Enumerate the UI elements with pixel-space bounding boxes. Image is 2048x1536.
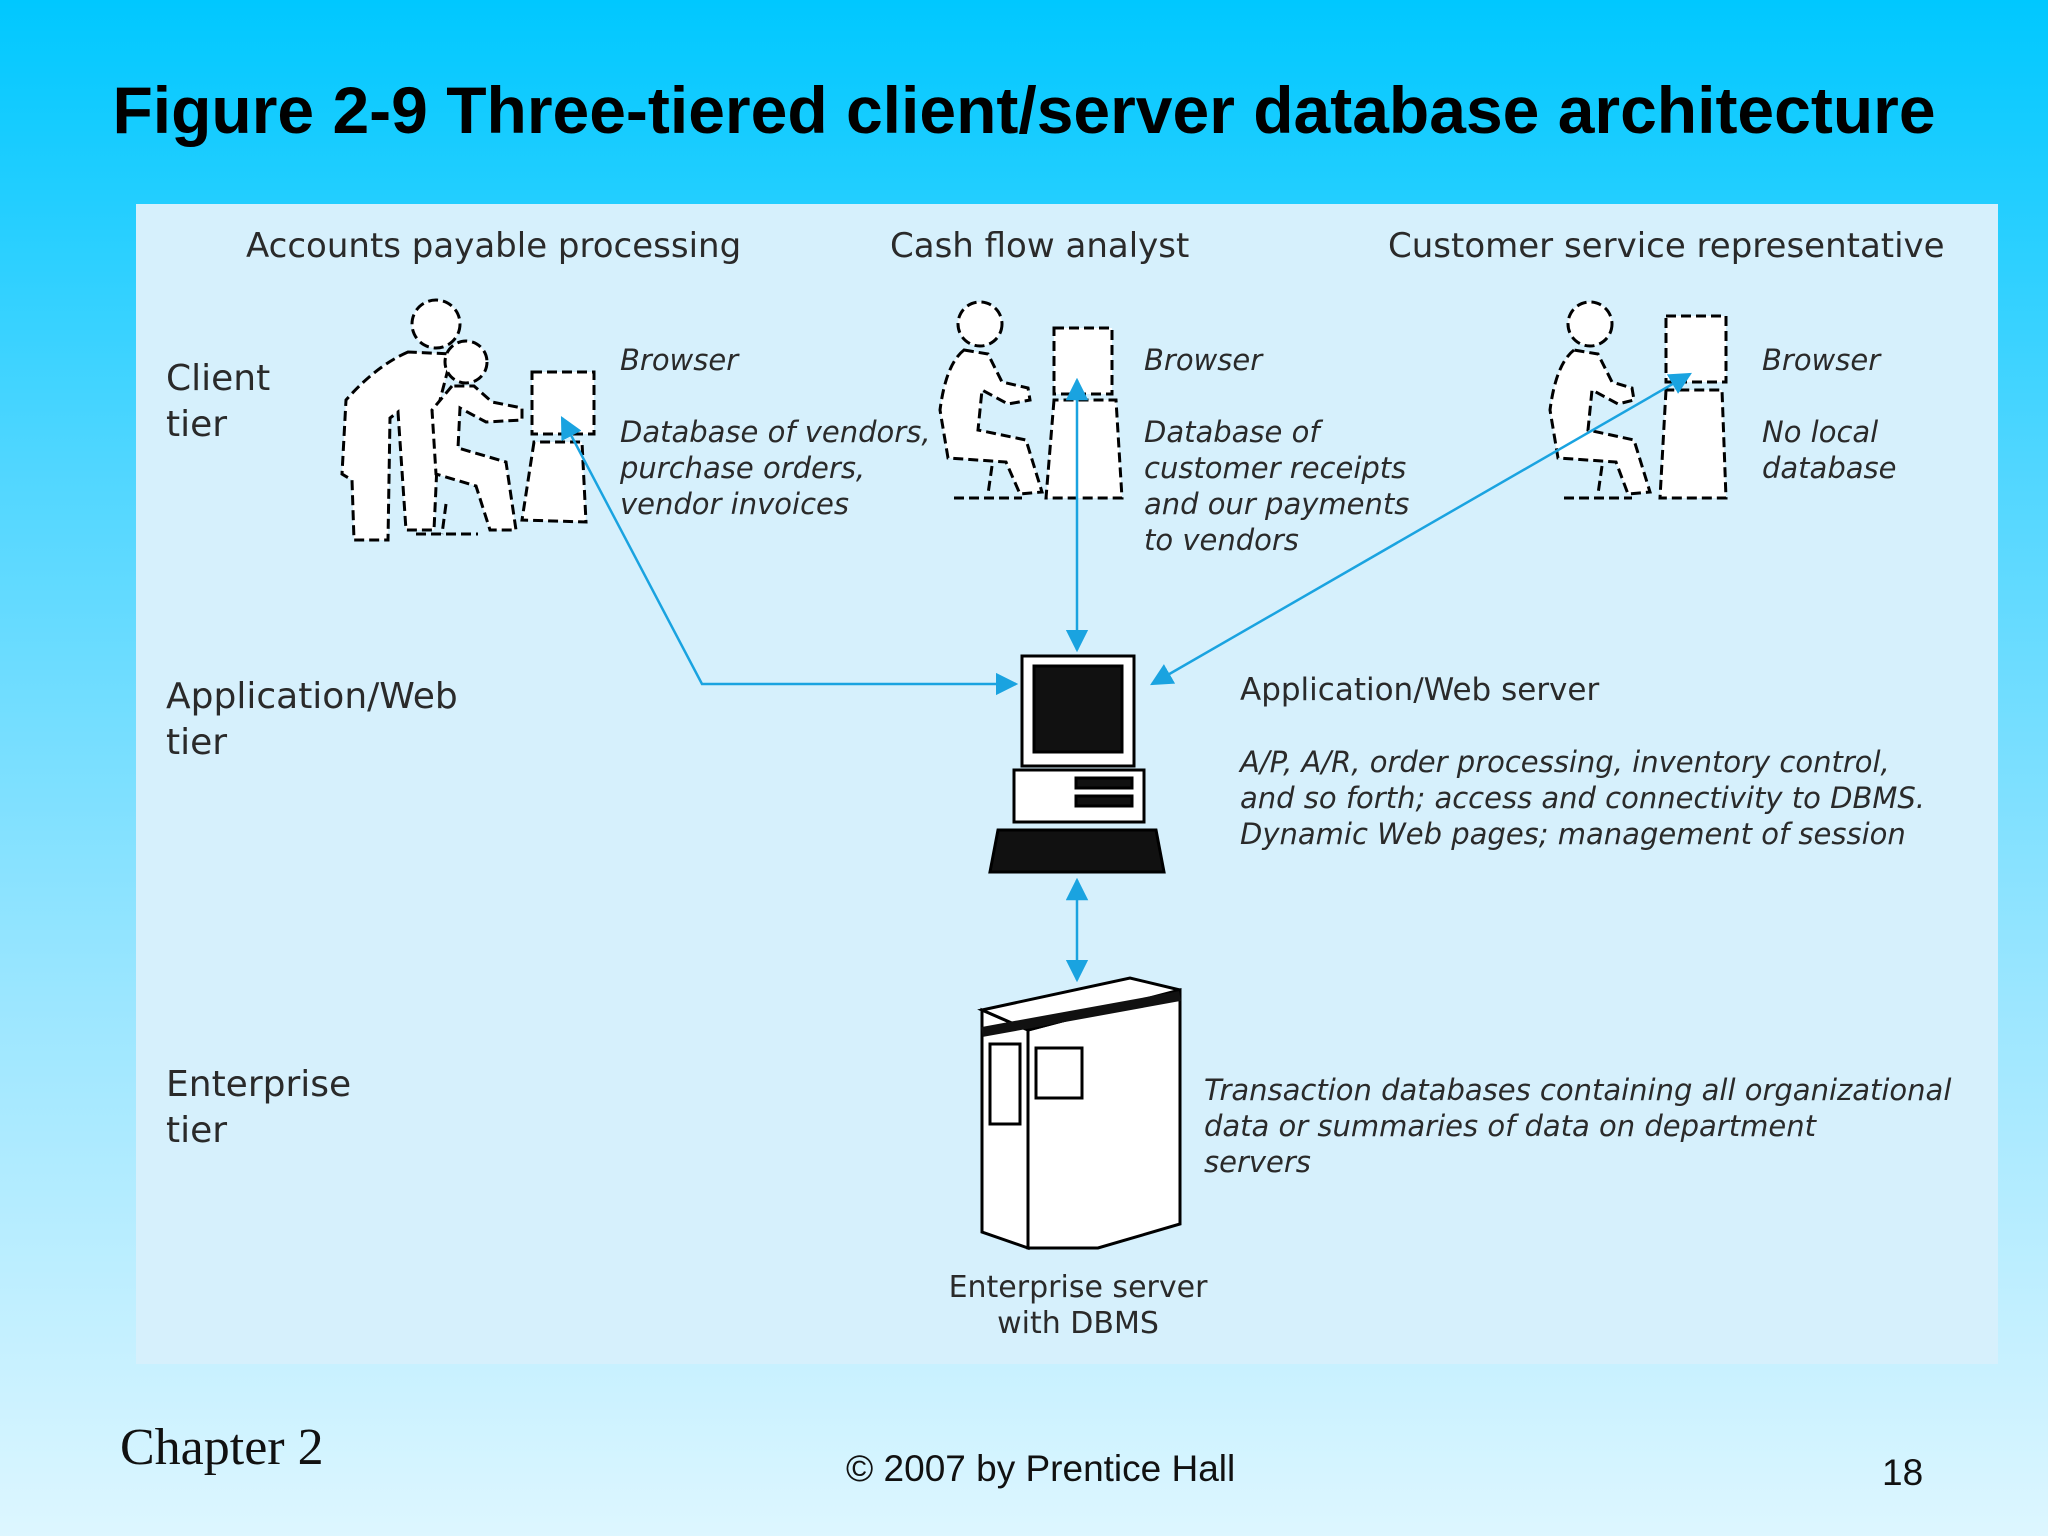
local-data-2: Database of customer receipts and our pa… bbox=[1144, 415, 1410, 557]
enterprise-description: Transaction databases containing all org… bbox=[1204, 1073, 1952, 1179]
architecture-figure: Accounts payable processing Cash flow an… bbox=[136, 204, 1998, 1364]
tier-label-client: Client tier bbox=[166, 358, 271, 445]
enterprise-server-icon bbox=[977, 976, 1182, 1251]
app-server-title: Application/Web server bbox=[1240, 672, 1600, 708]
tier-label-enterprise: Enterprise tier bbox=[166, 1064, 352, 1151]
slide-title: Figure 2-9 Three-tiered client/server da… bbox=[112, 73, 1936, 147]
page-number: 18 bbox=[1882, 1452, 1924, 1493]
app-server-description: A/P, A/R, order processing, inventory co… bbox=[1240, 745, 1926, 851]
role-accounts-payable: Accounts payable processing bbox=[246, 226, 742, 266]
role-customer-service: Customer service representative bbox=[1388, 226, 1945, 266]
browser-label-1: Browser bbox=[620, 343, 739, 377]
accounts-payable-users-icon bbox=[340, 298, 596, 542]
arrow-customer-service bbox=[1150, 372, 1692, 686]
app-web-server-icon bbox=[988, 654, 1166, 874]
customer-service-rep-icon bbox=[1548, 300, 1728, 500]
role-cash-flow-analyst: Cash flow analyst bbox=[890, 226, 1190, 266]
browser-label-2: Browser bbox=[1144, 343, 1263, 377]
footer-chapter: Chapter 2 bbox=[120, 1419, 324, 1476]
footer-copyright: © 2007 by Prentice Hall bbox=[846, 1448, 1236, 1489]
diagram-graphics bbox=[340, 298, 1728, 1251]
cash-flow-analyst-icon bbox=[938, 300, 1124, 500]
connection-arrows bbox=[560, 372, 1692, 983]
tier-label-application: Application/Web tier bbox=[166, 676, 458, 763]
browser-label-3: Browser bbox=[1762, 343, 1881, 377]
local-data-3: No local database bbox=[1762, 415, 1897, 485]
local-data-1: Database of vendors, purchase orders, ve… bbox=[620, 415, 931, 521]
enterprise-server-label: Enterprise server with DBMS bbox=[948, 1270, 1208, 1341]
arrow-accounts-payable bbox=[560, 416, 1019, 696]
